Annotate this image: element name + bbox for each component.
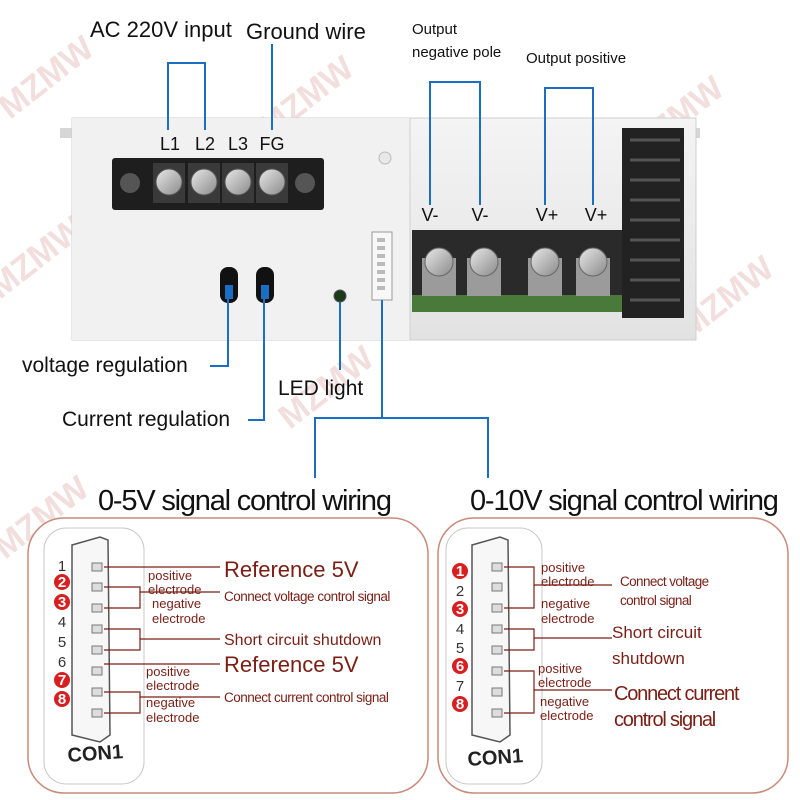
left-pin-2: 2 [58,574,66,591]
right-pin-8: 8 [456,696,464,713]
power-supply-case [60,117,700,341]
output-negative-label-line2: negative pole [412,44,501,61]
right-pin-2: 2 [456,583,464,600]
voltage-potentiometer[interactable] [220,267,238,303]
left-neg1: negative [152,596,201,611]
left-pin-5: 5 [58,634,66,651]
input-terminal-block [112,158,324,210]
leader-lines [167,44,594,478]
output-positive-label: Output positive [526,50,626,67]
left-short: Short circuit shutdown [224,632,381,649]
right-volt-sig2: control signal [620,593,692,608]
left-curr-signal: Connect current control signal [224,690,389,705]
terminal-label-l2: L2 [195,134,215,154]
left-panel-title: 0-5V signal control wiring [98,485,391,517]
current-potentiometer[interactable] [256,267,274,303]
vent-grille [622,128,684,318]
led-light-label: LED light [278,377,363,400]
right-curr-sig2: control signal [614,709,716,731]
right-wiring-panel: CON1 1 2 3 4 5 6 7 8 positive electrode … [437,517,789,794]
right-elec4: electrode [540,708,593,723]
right-pin-7: 7 [456,678,464,695]
right-pin-4: 4 [456,621,464,638]
signal-connector-con1 [371,231,393,301]
right-neg2: negative [540,694,589,709]
left-connector-label: CON1 [67,741,124,767]
right-elec3: electrode [538,675,591,690]
output-screws [422,247,610,296]
left-pin-1: 1 [58,558,66,575]
left-pin-3: 3 [58,594,66,611]
voltage-regulation-label: voltage regulation [22,354,188,377]
terminal-label-vneg2: V- [471,205,488,225]
left-pin-8: 8 [58,691,66,708]
right-short2: shutdown [612,649,685,668]
watermark: MZMW [0,28,102,126]
left-elec2: electrode [152,611,205,626]
terminal-label-l1: L1 [160,134,180,154]
ac-input-label: AC 220V input [90,17,232,42]
left-neg2: negative [146,695,195,710]
right-pos2: positive [538,661,582,676]
ground-wire-label: Ground wire [246,19,366,44]
left-pin-7: 7 [58,672,66,689]
terminal-label-vpos2: V+ [585,205,608,225]
terminal-label-fg: FG [260,134,285,154]
left-pin-6: 6 [58,654,66,671]
terminal-label-vneg1: V- [421,205,438,225]
left-ref1: Reference 5V [224,557,359,582]
led-indicator [333,289,347,303]
right-pin-3: 3 [456,601,464,618]
left-pos2: positive [146,664,190,679]
left-elec3: electrode [146,678,199,693]
right-connector-label: CON1 [467,745,524,771]
output-negative-label-line1: Output [412,21,458,38]
right-pin-1: 1 [456,563,464,580]
left-elec1: electrode [148,582,201,597]
right-neg1: negative [541,596,590,611]
left-wiring-panel: CON1 1 2 3 4 5 6 7 8 positive electrode [27,517,429,794]
current-regulation-label: Current regulation [62,408,230,431]
right-pin-5: 5 [456,640,464,657]
right-panel-title: 0-10V signal control wiring [470,485,778,517]
left-pos1: positive [148,568,192,583]
left-ref2: Reference 5V [224,652,359,677]
right-elec1: electrode [541,574,594,589]
right-curr-sig1: Connect current [614,683,740,705]
terminal-label-vpos1: V+ [536,205,559,225]
right-short1: Short circuit [612,623,702,642]
right-pin-6: 6 [456,658,464,675]
right-pos1: positive [541,560,585,575]
left-pin-4: 4 [58,614,66,631]
right-volt-sig1: Connect voltage [620,574,709,589]
terminal-label-l3: L3 [228,134,248,154]
left-elec4: electrode [146,710,199,725]
right-elec2: electrode [541,611,594,626]
left-volt-signal: Connect voltage control signal [224,589,390,604]
mount-screw [378,151,392,165]
